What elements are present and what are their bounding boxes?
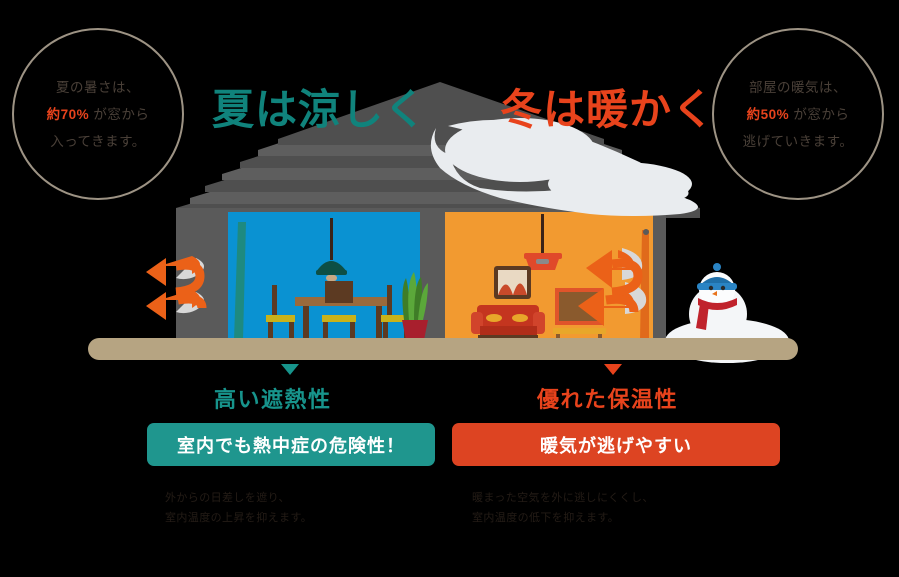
callout-winter-line2-tail: が窓から: [793, 106, 850, 122]
caption-summer: 外からの日差しを遮り、 室内温度の上昇を抑えます。: [165, 492, 313, 525]
heading-summer: 夏は涼しく: [212, 86, 428, 133]
potted-plant: [402, 272, 428, 340]
winter-risk-button[interactable]: 暖気が逃げやすい: [452, 423, 780, 466]
callout-summer-line2-tail: が窓から: [93, 106, 150, 122]
callout-winter-highlight: 約50%: [746, 106, 790, 122]
arrow-down-summer-icon: [281, 364, 299, 375]
sofa: [471, 305, 545, 338]
heat-entering-arrows: [146, 256, 207, 320]
roof-snow: [430, 118, 698, 216]
subheading-summer: 高い遮熱性: [214, 387, 332, 412]
callout-winter-line1: 部屋の暖気は、: [749, 79, 847, 95]
callout-summer-highlight: 約70%: [46, 106, 90, 122]
callout-summer-line1: 夏の暑さは、: [56, 79, 140, 95]
arrow-down-winter-icon: [604, 364, 622, 375]
callout-winter-line3: 逃げていきます。: [742, 133, 854, 149]
ground-bar: [88, 338, 798, 360]
chair-left: [266, 285, 295, 340]
summer-risk-button[interactable]: 室内でも熱中症の危険性！: [147, 423, 435, 466]
callout-winter-line2: 約50% が窓から: [747, 101, 850, 128]
curtain-right: [640, 230, 649, 340]
winter-room: [445, 212, 653, 345]
picture-frame: [494, 266, 531, 299]
heading-winter: 冬は暖かく: [500, 86, 716, 133]
callout-summer-line3: 入ってきます。: [50, 133, 146, 149]
pendant-lamp-right: [524, 214, 562, 270]
summer-room: [228, 212, 428, 340]
callout-summer: 夏の暑さは、 約70% が窓から 入ってきます。: [12, 28, 184, 200]
chair-center: [322, 281, 356, 340]
curtain-left: [234, 222, 246, 340]
pendant-lamp-left: [316, 218, 347, 281]
subheading-winter: 優れた保温性: [537, 387, 679, 412]
callout-winter: 部屋の暖気は、 約50% が窓から 逃げていきます。: [712, 28, 884, 200]
caption-winter: 暖まった空気を外に逃しにくくし、 室内温度の低下を抑えます。: [472, 492, 654, 525]
heat-escaping-arrows: [578, 248, 647, 326]
callout-summer-line2: 約70% が窓から: [47, 101, 150, 128]
